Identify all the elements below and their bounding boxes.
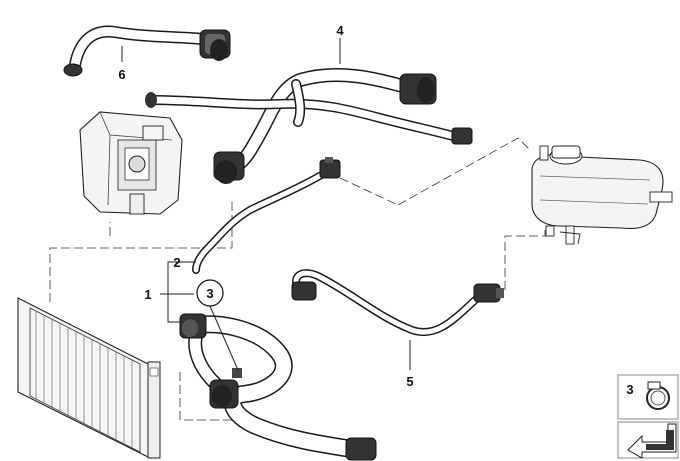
- direction-arrow-icon: [627, 423, 677, 459]
- callout-3-circle: [196, 279, 224, 307]
- hose-clamp-icon: [646, 381, 670, 410]
- callout-1: 1: [144, 287, 151, 302]
- expansion-tank: [531, 145, 673, 245]
- callout-5: 5: [406, 374, 413, 389]
- radiator: [17, 297, 161, 459]
- callout-2: 2: [173, 255, 180, 270]
- hose-part-2: [192, 157, 341, 274]
- hose-part-1: [179, 313, 377, 461]
- hose-part-5: [291, 269, 504, 336]
- legend-clamp-number: 3: [626, 382, 633, 397]
- callout-4: 4: [336, 23, 344, 38]
- callout-3: 3: [206, 286, 213, 301]
- callout-6: 6: [118, 67, 125, 82]
- thermostat-housing: [79, 111, 183, 215]
- legend-clamp-box: 3: [617, 374, 679, 420]
- hose-part-6: [63, 25, 231, 77]
- legend-arrow-box: [617, 421, 679, 459]
- hose-part-4: [145, 67, 473, 184]
- callout-leaders: [121, 38, 411, 371]
